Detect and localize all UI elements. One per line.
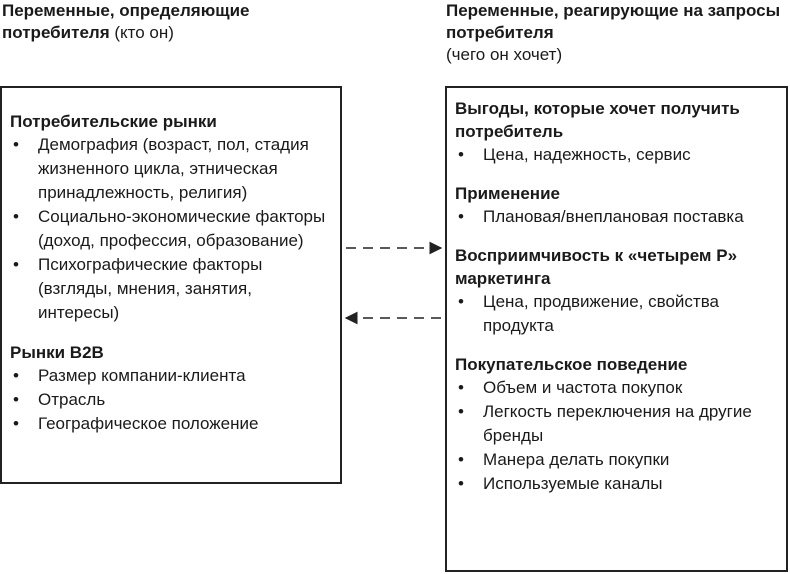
list-item: • Манера делать покупки <box>455 448 780 472</box>
bullet: • <box>13 414 19 433</box>
left-box: Потребительские рынки • Демография (возра… <box>0 86 342 484</box>
list-item: • Демография (возраст, пол, стадия жизнен… <box>10 133 332 205</box>
list-item: • Размер компании-клиента <box>10 364 332 388</box>
section-title: Потребительские рынки <box>10 112 217 131</box>
bullet: • <box>458 402 464 421</box>
bullet: • <box>13 135 19 154</box>
left-header-note: (кто он) <box>109 23 174 42</box>
section-title: Рынки B2B <box>10 343 104 362</box>
item-text: Манера делать покупки <box>483 450 670 469</box>
item-text: Отрасль <box>38 390 106 409</box>
item-text: Психографические факторы (взгляды, мнени… <box>38 255 263 322</box>
bullet: • <box>458 450 464 469</box>
item-text: Используемые каналы <box>483 474 663 493</box>
bullet: • <box>13 366 19 385</box>
left-section-b2b-markets: Рынки B2B • Размер компании-клиента • Отра… <box>10 341 332 436</box>
section-title: Применение <box>455 184 560 203</box>
list-item: • Легкость переключения на другие бренды <box>455 400 780 448</box>
bullet: • <box>458 145 464 164</box>
list-item: • Цена, продвижение, свойства продукта <box>455 290 780 338</box>
list-item: • Используемые каналы <box>455 472 780 496</box>
item-text: Географическое положение <box>38 414 259 433</box>
item-text: Социально-экономические факторы (доход, … <box>38 207 326 250</box>
section-title: Выгоды, которые хочет получить потребите… <box>455 99 740 141</box>
bullet: • <box>458 474 464 493</box>
item-list: • Размер компании-клиента • Отрасль • Геогр… <box>10 364 332 436</box>
left-section-consumer-markets: Потребительские рынки • Демография (возра… <box>10 110 332 325</box>
right-section-4p-response: Восприимчивость к «четырем Р» маркетинга… <box>455 244 780 338</box>
item-list: • Цена, продвижение, свойства продукта <box>455 290 780 338</box>
item-text: Размер компании-клиента <box>38 366 246 385</box>
right-header-bold: Переменные, реагирующие на запросы потре… <box>446 1 781 42</box>
item-text: Демография (возраст, пол, стадия жизненн… <box>38 135 309 202</box>
item-list: • Объем и частота покупок • Легкость перек… <box>455 376 780 496</box>
list-item: • Цена, надежность, сервис <box>455 143 780 167</box>
bullet: • <box>458 378 464 397</box>
list-item: • Географическое положение <box>10 412 332 436</box>
right-section-buying-behavior: Покупательское поведение • Объем и частот… <box>455 353 780 496</box>
item-text: Легкость переключения на другие бренды <box>483 402 752 445</box>
item-text: Плановая/внеплановая поставка <box>483 207 744 226</box>
right-section-benefits: Выгоды, которые хочет получить потребите… <box>455 97 780 167</box>
bullet: • <box>458 207 464 226</box>
list-item: • Объем и частота покупок <box>455 376 780 400</box>
list-item: • Отрасль <box>10 388 332 412</box>
bullet: • <box>13 390 19 409</box>
left-header-bold: Переменные, определяющие потребителя <box>2 1 250 42</box>
right-header: Переменные, реагирующие на запросы потре… <box>446 0 786 66</box>
item-list: • Демография (возраст, пол, стадия жизнен… <box>10 133 332 325</box>
item-text: Цена, продвижение, свойства продукта <box>483 292 719 335</box>
left-header: Переменные, определяющие потребителя (кт… <box>2 0 332 44</box>
item-list: • Цена, надежность, сервис <box>455 143 780 167</box>
bullet: • <box>13 207 19 226</box>
section-title: Покупательское поведение <box>455 355 688 374</box>
section-title: Восприимчивость к «четырем Р» маркетинга <box>455 246 738 288</box>
right-header-note: (чего он хочет) <box>446 45 563 64</box>
item-text: Цена, надежность, сервис <box>483 145 691 164</box>
item-text: Объем и частота покупок <box>483 378 683 397</box>
item-list: • Плановая/внеплановая поставка <box>455 205 780 229</box>
right-box: Выгоды, которые хочет получить потребите… <box>445 86 788 572</box>
list-item: • Психографические факторы (взгляды, мнен… <box>10 253 332 325</box>
right-section-usage: Применение • Плановая/внеплановая поставк… <box>455 182 780 229</box>
list-item: • Социально-экономические факторы (доход,… <box>10 205 332 253</box>
bullet: • <box>458 292 464 311</box>
list-item: • Плановая/внеплановая поставка <box>455 205 780 229</box>
bullet: • <box>13 255 19 274</box>
